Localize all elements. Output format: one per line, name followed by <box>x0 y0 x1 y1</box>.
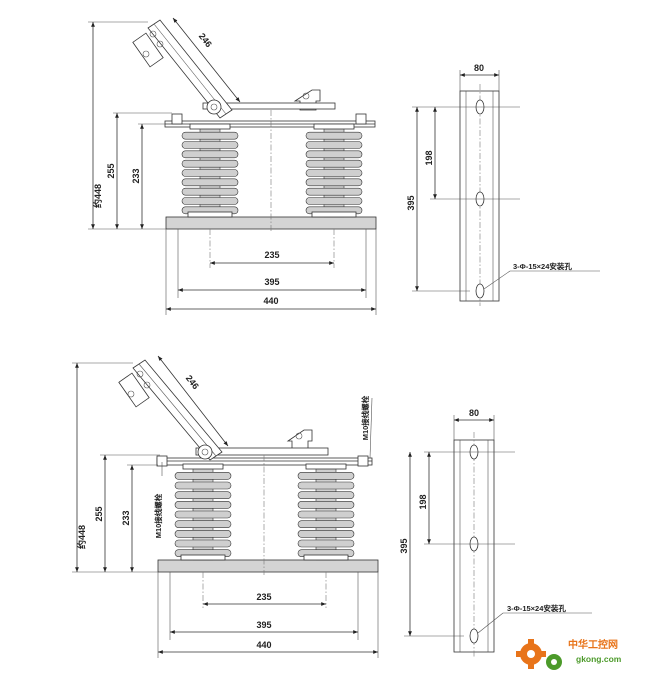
dim-insulator-spacing: 235 <box>256 592 271 602</box>
dim-mounting-spacing: 395 <box>264 277 279 287</box>
blade-arm <box>132 19 233 119</box>
left-insulator <box>181 123 239 218</box>
top-front-view: 约448 255 233 246 235 395 440 <box>88 17 377 315</box>
hinge-bar <box>195 447 329 456</box>
watermark-site-name: 中华工控网 <box>568 638 618 651</box>
right-terminal <box>355 113 367 125</box>
gear-icon <box>546 654 562 670</box>
hole-note: 3-Φ-15×24安装孔 <box>507 603 566 613</box>
contact-bracket <box>286 429 313 450</box>
left-terminal <box>171 113 183 125</box>
left-insulator <box>174 463 232 561</box>
dim-hole-spacing: 198 <box>418 494 428 509</box>
dim-arm-length: 246 <box>184 373 201 391</box>
bottom-front-view: 约448 255 233 M10接线螺栓 246 M10接线螺栓 235 395… <box>72 355 379 658</box>
dim-overall-height: 约448 <box>76 525 87 549</box>
dim-arm-length: 246 <box>197 31 214 49</box>
gear-icon <box>516 639 546 669</box>
dim-side-width: 80 <box>474 63 484 73</box>
watermark-domain: gkong.com <box>576 654 622 664</box>
dim-side-height: 395 <box>399 538 409 553</box>
dim-overall-height: 约448 <box>92 184 103 208</box>
dim-base-length: 440 <box>263 296 278 306</box>
dim-upper-height: 255 <box>94 506 104 521</box>
right-insulator <box>297 463 355 561</box>
hole-note: 3-Φ-15×24安装孔 <box>513 261 572 271</box>
dim-side-height: 395 <box>406 195 416 210</box>
dim-insulator-height: 233 <box>121 510 131 525</box>
bottom-side-view: 80 198 395 3-Φ-15×24安装孔 <box>399 408 592 658</box>
dim-mounting-spacing: 395 <box>256 620 271 630</box>
dim-hole-spacing: 198 <box>424 150 434 165</box>
dim-insulator-spacing: 235 <box>264 250 279 260</box>
dim-side-width: 80 <box>469 408 479 418</box>
watermark: 中华工控网 gkong.com <box>516 638 622 670</box>
hinge-bar <box>202 102 336 110</box>
terminal-label-right: M10接线螺栓 <box>360 395 370 440</box>
dim-base-length: 440 <box>256 640 271 650</box>
base-plate <box>157 559 379 573</box>
mounting-hole <box>475 283 485 299</box>
dim-insulator-height: 233 <box>131 168 141 183</box>
terminal-label-left: M10接线螺栓 <box>153 493 163 538</box>
mounting-hole <box>469 628 479 644</box>
top-side-view: 80 198 395 3-Φ-15×24安装孔 <box>406 63 600 306</box>
blade-arm <box>118 359 223 461</box>
right-insulator <box>305 123 363 218</box>
dim-upper-height: 255 <box>106 163 116 178</box>
right-terminal <box>357 455 369 467</box>
